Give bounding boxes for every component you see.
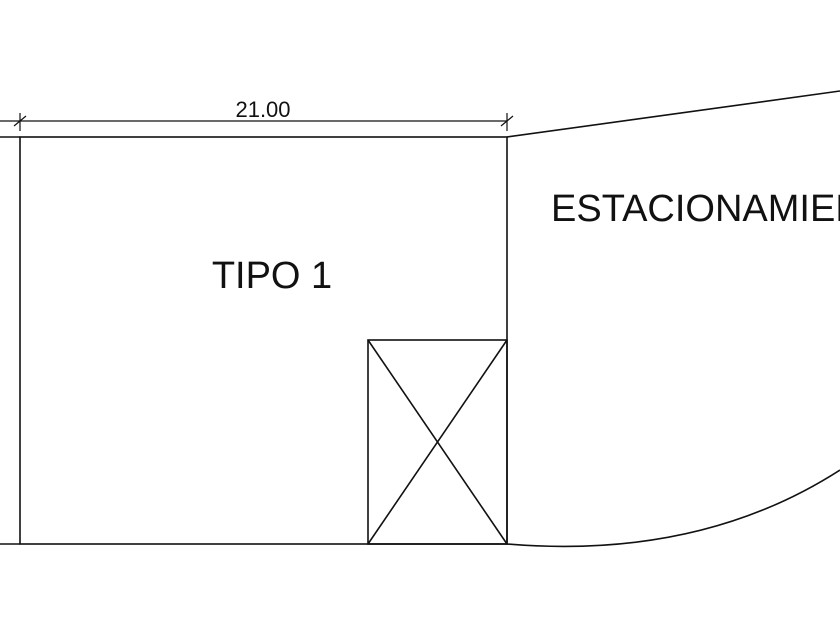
unit-tipo-1-label: TIPO 1 xyxy=(212,255,332,297)
dimension-line xyxy=(0,113,514,131)
parking-label: ESTACIONAMIENTO xyxy=(551,188,840,230)
adjacent-unit-wall xyxy=(0,136,20,545)
parking-area-outline xyxy=(506,90,840,548)
stair-void-symbol xyxy=(367,339,508,545)
dimension-label: 21.00 xyxy=(235,97,290,122)
